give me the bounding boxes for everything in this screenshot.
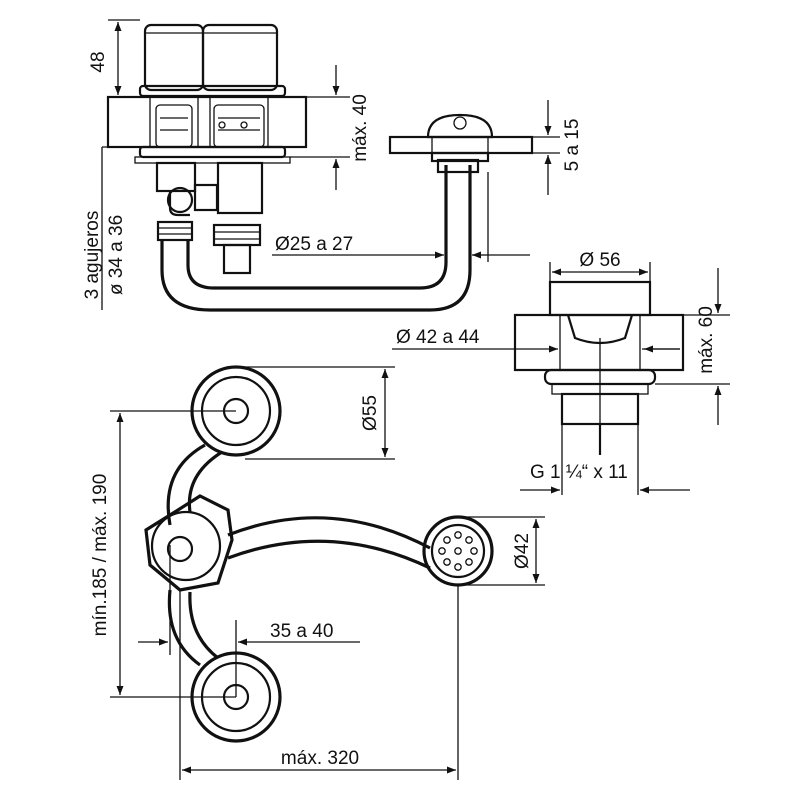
dim-vertical-spacing: mín.185 / máx. 190 xyxy=(90,410,236,698)
label-handle-height: 48 xyxy=(88,51,109,72)
right-handle-cap xyxy=(201,23,279,92)
label-drain-height: máx. 60 xyxy=(696,306,717,374)
label-holes-count: 3 agujeros xyxy=(82,211,103,300)
dim-offset: 35 a 40 xyxy=(138,545,360,697)
spray-nozzles xyxy=(438,531,478,571)
label-5-a-15: 5 a 15 xyxy=(562,119,583,172)
left-handle-cap xyxy=(143,23,205,92)
dim-handle-height: 48 xyxy=(88,19,140,98)
label-rosette-diameter: Ø55 xyxy=(360,395,381,431)
spray-deck-section xyxy=(388,113,534,163)
dim-pipe-diameter: Ø25 a 27 xyxy=(272,172,530,262)
dim-drain-hole: Ø 42 a 44 xyxy=(392,327,680,353)
dim-drain-thread: G 1 ¼“ x 11 xyxy=(520,424,690,495)
plan-view xyxy=(144,365,494,743)
label-drain-top: Ø 56 xyxy=(579,250,620,271)
label-spray-diameter: Ø42 xyxy=(512,533,533,569)
label-drain-hole: Ø 42 a 44 xyxy=(396,327,480,348)
dim-spray-diameter: Ø42 xyxy=(462,516,545,586)
rosette-middle xyxy=(144,494,234,592)
label-pipe-diameter: Ø25 a 27 xyxy=(275,234,353,255)
dim-deck-thickness-range: 5 a 15 xyxy=(532,100,583,195)
dim-max-width: máx. 320 xyxy=(179,585,459,780)
deck-section-left xyxy=(106,95,308,149)
drain-section xyxy=(513,280,685,455)
label-drain-thread: G 1 ¼“ x 11 xyxy=(530,462,628,483)
dim-rosette-diameter: Ø55 xyxy=(245,366,395,460)
label-offset: 35 a 40 xyxy=(270,621,333,642)
mixer-side-view xyxy=(106,23,480,312)
spray-head xyxy=(422,515,494,587)
label-holes-diameter: ø 34 a 36 xyxy=(106,215,127,295)
dim-max-deck-thickness: máx. 40 xyxy=(290,65,371,190)
label-max-width: máx. 320 xyxy=(281,748,359,769)
dim-holes: 3 agujeros ø 34 a 36 xyxy=(82,146,150,310)
label-max-40: máx. 40 xyxy=(350,94,371,162)
dim-drain-top: Ø 56 xyxy=(549,250,651,282)
dim-drain-height: máx. 60 xyxy=(655,268,730,425)
label-vertical-spacing: mín.185 / máx. 190 xyxy=(90,474,111,637)
